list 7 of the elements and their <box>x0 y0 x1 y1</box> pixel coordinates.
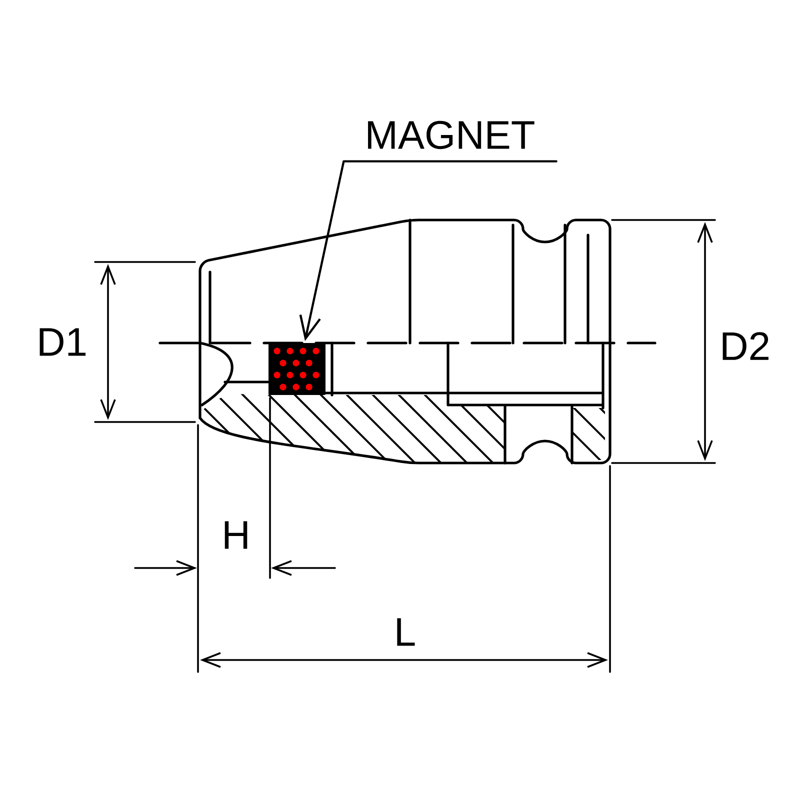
magnet-drawing <box>268 343 326 395</box>
dimension-label: D1 <box>40 328 86 356</box>
dimension-label: L <box>397 618 415 646</box>
dimension-label: H <box>224 521 248 549</box>
leader-line <box>299 160 558 341</box>
dimension-label: D2 <box>722 332 768 360</box>
part-label: MAGNET <box>368 120 534 150</box>
